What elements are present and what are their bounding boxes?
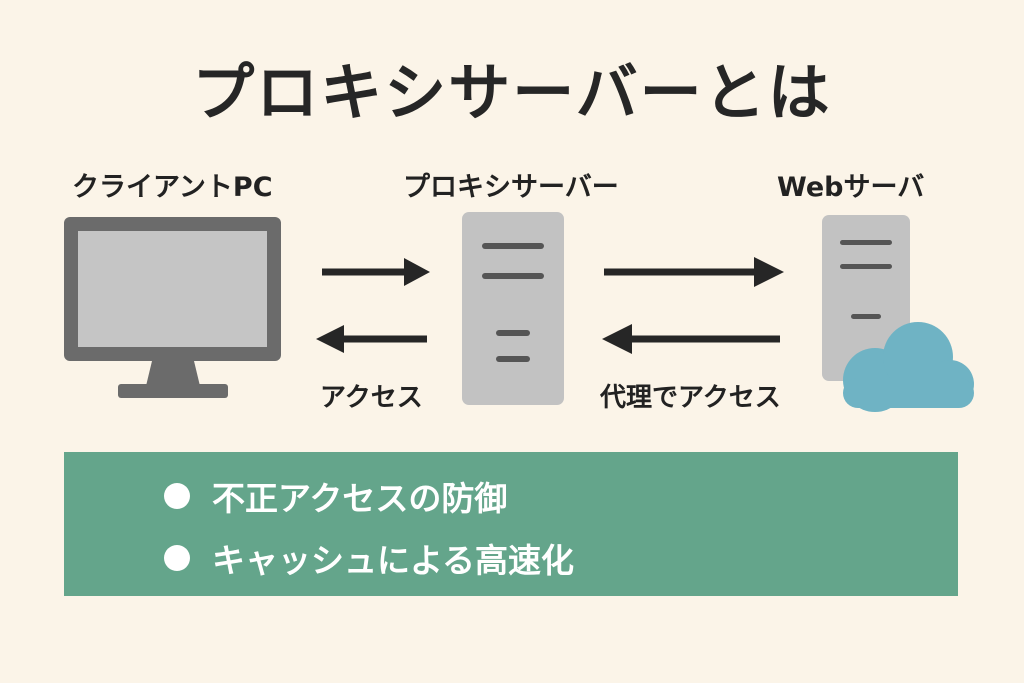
feature-text: 不正アクセスの防御 (212, 479, 508, 518)
proxy-access-label: 代理でアクセス (600, 383, 781, 413)
arrow-to-web (604, 257, 784, 287)
client-pc-label: クライアントPC (72, 172, 273, 203)
cloud-icon (843, 322, 974, 412)
arrow-to-client (316, 325, 427, 353)
arrow-to-proxy (322, 258, 430, 286)
proxy-server-label: プロキシサーバー (403, 172, 619, 203)
feature-box: 不正アクセスの防御 キャッシュによる高速化 (64, 452, 958, 596)
proxy-server-icon (462, 212, 564, 405)
access-label: アクセス (320, 383, 423, 413)
feature-text: キャッシュによる高速化 (212, 541, 575, 580)
feature-item: 不正アクセスの防御 (164, 472, 507, 520)
page-title: プロキシサーバーとは (192, 56, 832, 129)
bullet-icon (164, 545, 190, 571)
arrow-to-proxy-return (602, 324, 780, 354)
bullet-icon (164, 483, 190, 509)
client-pc-icon (64, 217, 281, 398)
feature-item: キャッシュによる高速化 (164, 534, 574, 582)
web-server-label: Webサーバ (777, 172, 925, 203)
